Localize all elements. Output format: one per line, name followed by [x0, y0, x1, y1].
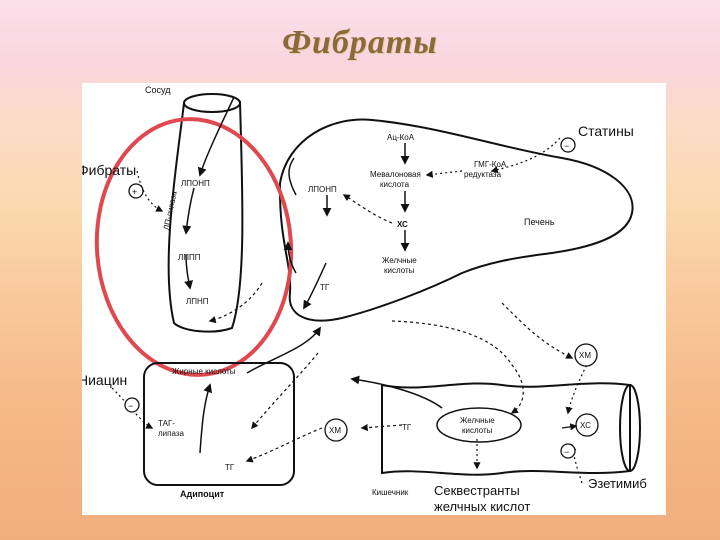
label-tg-gut: ТГ: [402, 423, 412, 432]
label-lpnp: ЛПНП: [186, 297, 209, 306]
statins-minus-circle: [560, 137, 576, 153]
adipocyte-box: [143, 362, 295, 486]
label-tg-liver: ТГ: [320, 283, 330, 292]
vessel-opening: [183, 93, 241, 113]
page-title: Фибраты: [282, 24, 438, 61]
label-lp-lipase: ЛП-липаза: [162, 190, 179, 231]
statins-minus-sign: −: [564, 141, 569, 151]
lipid-metabolism-diagram: Сосуд Фибраты + ЛП-липаза ЛПОНП ЛППП ЛПН…: [82, 85, 647, 514]
label-lponp-liver: ЛПОНП: [308, 185, 337, 194]
label-acetyl-coa: Ац-КоА: [387, 133, 415, 142]
label-fatty-acids: Жирные кислоты: [172, 367, 236, 376]
vessel-shape: [167, 100, 244, 333]
label-bile-acids-1: Желчные: [382, 256, 417, 265]
label-adipocyte: Адипоцит: [180, 489, 225, 499]
label-tag-lipase-1: ТАГ-: [158, 419, 175, 428]
label-bile-acids-2: кислоты: [384, 266, 415, 275]
xm-gut-circle: [324, 418, 348, 442]
label-tag-lipase-2: липаза: [158, 429, 184, 438]
label-xs-right: ХС: [580, 421, 591, 430]
label-mevalonic-1: Мевалоновая: [370, 170, 421, 179]
label-mevalonic-2: кислота: [380, 180, 410, 189]
label-bile-gut-2: кислоты: [462, 426, 493, 435]
label-niacin: Ниацин: [82, 372, 127, 388]
ezetimibe-minus-sign: −: [564, 447, 569, 457]
label-xm-right: ХМ: [579, 351, 591, 360]
liver-shape: [278, 118, 634, 322]
label-fibrates: Фибраты: [82, 162, 136, 178]
label-bile-gut-1: Желчные: [460, 416, 495, 425]
bile-acids-gut-oval: [436, 407, 522, 443]
label-lponp-vessel: ЛПОНП: [181, 179, 210, 188]
label-sequestrants-1: Секвестранты: [434, 483, 520, 498]
label-statins: Статины: [578, 123, 634, 139]
label-intestine: Кишечник: [372, 488, 409, 497]
label-sequestrants-2: желчных кислот: [434, 499, 530, 514]
label-lppp: ЛППП: [178, 253, 201, 262]
diagram-panel: Сосуд Фибраты + ЛП-липаза ЛПОНП ЛППП ЛПН…: [82, 83, 666, 515]
label-vessel: Сосуд: [145, 85, 171, 95]
highlight-ellipse: [94, 117, 294, 377]
label-ezetimibe: Эзетимиб: [588, 476, 647, 491]
niacin-minus-sign: −: [128, 401, 133, 411]
xm-right-circle: [574, 343, 598, 367]
label-liver: Печень: [524, 217, 555, 227]
label-hmg-2: редуктаза: [464, 170, 502, 179]
fibrates-plus-circle: [128, 183, 144, 199]
label-xs-liver: ХС: [397, 220, 408, 229]
label-tg-adipocyte: ТГ: [225, 463, 235, 472]
intestine-end: [619, 384, 641, 472]
niacin-minus-circle: [124, 397, 140, 413]
label-hmg-1: ГМГ-КоА: [474, 160, 507, 169]
ezetimibe-minus-circle: [560, 443, 576, 459]
label-xm-gut: ХМ: [329, 426, 341, 435]
plus-sign: +: [132, 187, 137, 197]
